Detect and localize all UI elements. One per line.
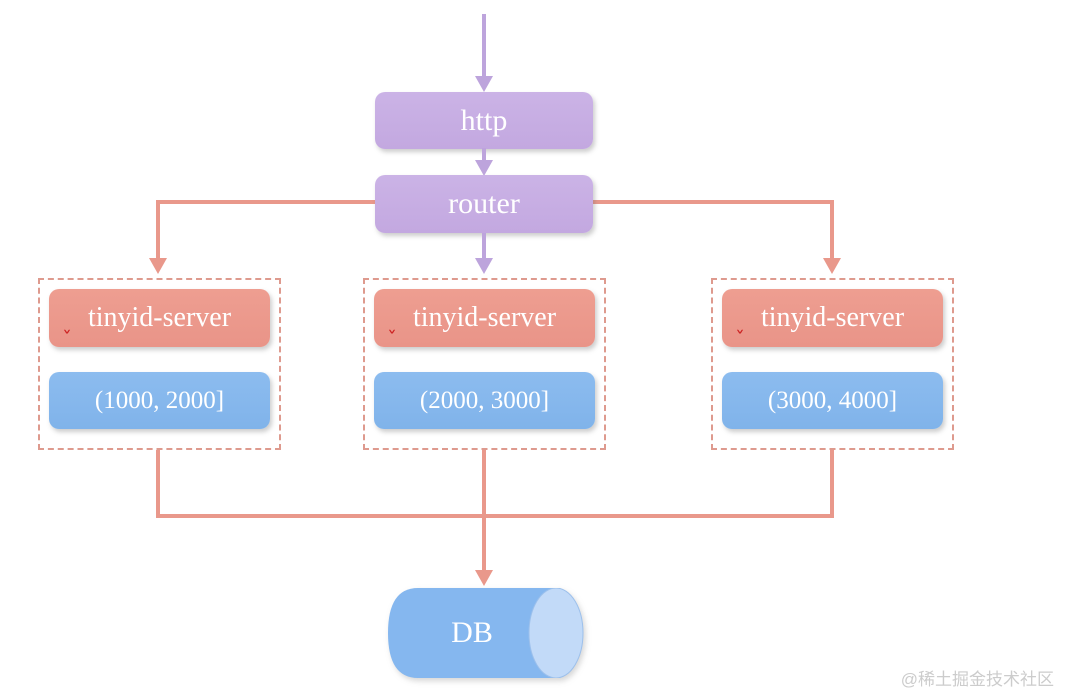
server-2-range-box: (2000, 3000]	[374, 372, 595, 429]
node-http: http	[375, 92, 593, 149]
server-group-1: tinyid-server ˇ (1000, 2000]	[38, 278, 281, 450]
arrow-in-http-head-icon	[475, 76, 493, 92]
spellcheck-mark-icon: ˇ	[735, 327, 745, 351]
connector-mid-db-v	[482, 450, 486, 571]
arrow-left-server-head-icon	[149, 258, 167, 274]
server-2-range-label: (2000, 3000]	[419, 386, 550, 414]
arrow-db-head-icon	[475, 570, 493, 586]
server-1-range-label: (1000, 2000]	[94, 386, 225, 414]
arrow-router-mid-head-icon	[475, 258, 493, 274]
server-3-box: tinyid-server ˇ	[722, 289, 943, 351]
spellcheck-mark-icon: ˇ	[387, 327, 397, 351]
node-db: DB	[388, 588, 556, 678]
db-cylinder-icon	[388, 588, 584, 678]
arrow-in-http-line	[482, 14, 486, 76]
connector-router-right-h	[593, 200, 834, 204]
node-router-label: router	[448, 187, 520, 220]
server-1-box: tinyid-server ˇ	[49, 289, 270, 351]
connector-router-left-h	[156, 200, 375, 204]
server-3-label: tinyid-server	[760, 302, 905, 333]
server-group-3: tinyid-server ˇ (3000, 4000]	[711, 278, 954, 450]
server-2-box: tinyid-server ˇ	[374, 289, 595, 351]
arrow-router-mid-line	[482, 233, 486, 259]
server-3-range-box: (3000, 4000]	[722, 372, 943, 429]
connector-right-down-v	[830, 450, 834, 516]
spellcheck-mark-icon: ˇ	[62, 327, 72, 351]
node-db-label: DB	[451, 616, 493, 649]
server-group-2: tinyid-server ˇ (2000, 3000]	[363, 278, 606, 450]
node-router: router	[375, 175, 593, 233]
arrow-right-server-head-icon	[823, 258, 841, 274]
watermark-text: @稀土掘金技术社区	[900, 670, 1054, 689]
arrow-http-router-line	[482, 148, 486, 161]
node-http-label: http	[460, 103, 508, 137]
connector-router-right-v	[830, 200, 834, 258]
arrow-http-router-head-icon	[475, 160, 493, 176]
connector-bottom-h	[156, 514, 834, 518]
server-1-range-box: (1000, 2000]	[49, 372, 270, 429]
connector-router-left-v	[156, 200, 160, 258]
connector-left-down-v	[156, 450, 160, 516]
server-1-label: tinyid-server	[87, 302, 232, 333]
server-3-range-label: (3000, 4000]	[767, 386, 898, 414]
server-2-label: tinyid-server	[412, 302, 557, 333]
